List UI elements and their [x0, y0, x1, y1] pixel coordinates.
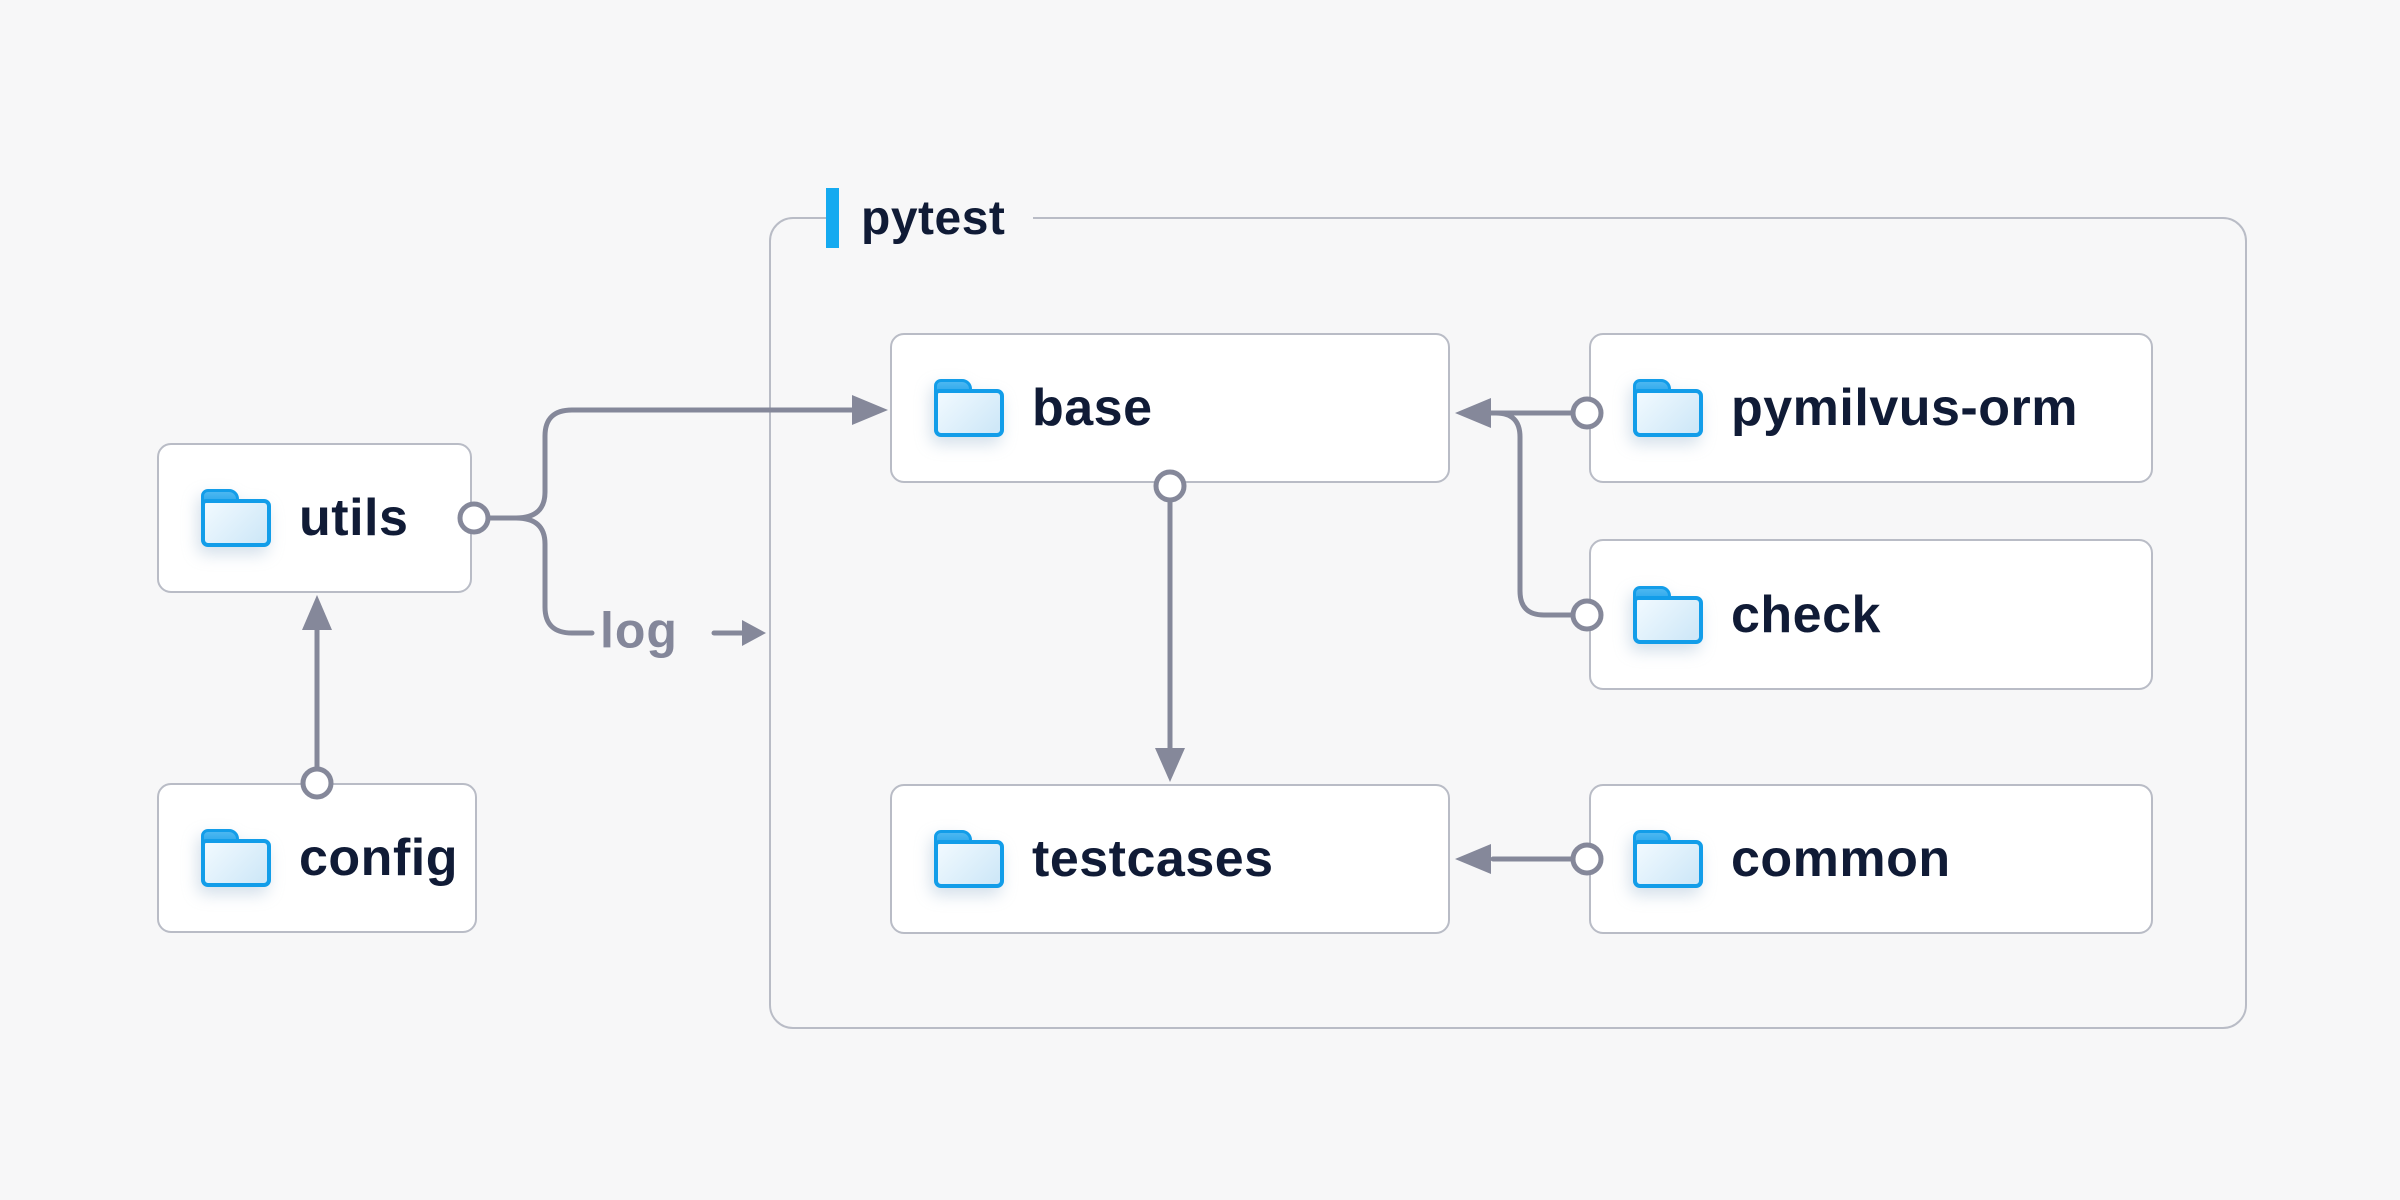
node-label: pymilvus-orm — [1731, 379, 2078, 437]
node-label: testcases — [1032, 830, 1274, 888]
node-label: common — [1731, 830, 1951, 888]
node-base: base — [890, 333, 1450, 483]
folder-icon — [1633, 585, 1703, 644]
node-check: check — [1589, 539, 2153, 690]
node-testcases: testcases — [890, 784, 1450, 934]
node-config: config — [157, 783, 477, 933]
connector-dot-pymilvus — [1570, 396, 1604, 430]
connector-dot-base — [1153, 469, 1187, 503]
arrowhead-utils-base — [852, 395, 888, 425]
folder-icon — [201, 489, 271, 547]
arrowhead-into-base — [1455, 398, 1491, 428]
node-label: utils — [299, 489, 409, 547]
accent-bar-icon — [826, 188, 839, 248]
arrowhead-common-testcases — [1455, 844, 1491, 874]
folder-icon — [1633, 379, 1703, 437]
arrowhead-config-utils — [302, 595, 332, 630]
node-label: config — [299, 829, 458, 887]
edge-utils-base — [513, 407, 855, 521]
connector-dot-check — [1570, 598, 1604, 632]
folder-icon — [934, 379, 1004, 437]
connector-dot-config — [300, 766, 334, 800]
arrowhead-base-testcases — [1155, 748, 1185, 782]
arrowhead-log — [742, 620, 766, 646]
connector-dot-utils — [457, 501, 491, 535]
container-title: pytest — [861, 191, 1006, 245]
edge-utils-log — [513, 515, 595, 636]
folder-icon — [934, 830, 1004, 888]
folder-icon — [201, 829, 271, 887]
pytest-container-label: pytest — [826, 186, 1034, 250]
folder-icon — [1633, 830, 1703, 888]
node-label: check — [1731, 585, 1881, 644]
edge-label-log: log — [600, 602, 678, 659]
connector-dot-common — [1570, 842, 1604, 876]
node-label: base — [1032, 379, 1153, 437]
edge-check-base — [1488, 410, 1576, 618]
pytest-container: pytest — [769, 186, 2247, 1029]
node-common: common — [1589, 784, 2153, 934]
node-pymilvus-orm: pymilvus-orm — [1589, 333, 2153, 483]
